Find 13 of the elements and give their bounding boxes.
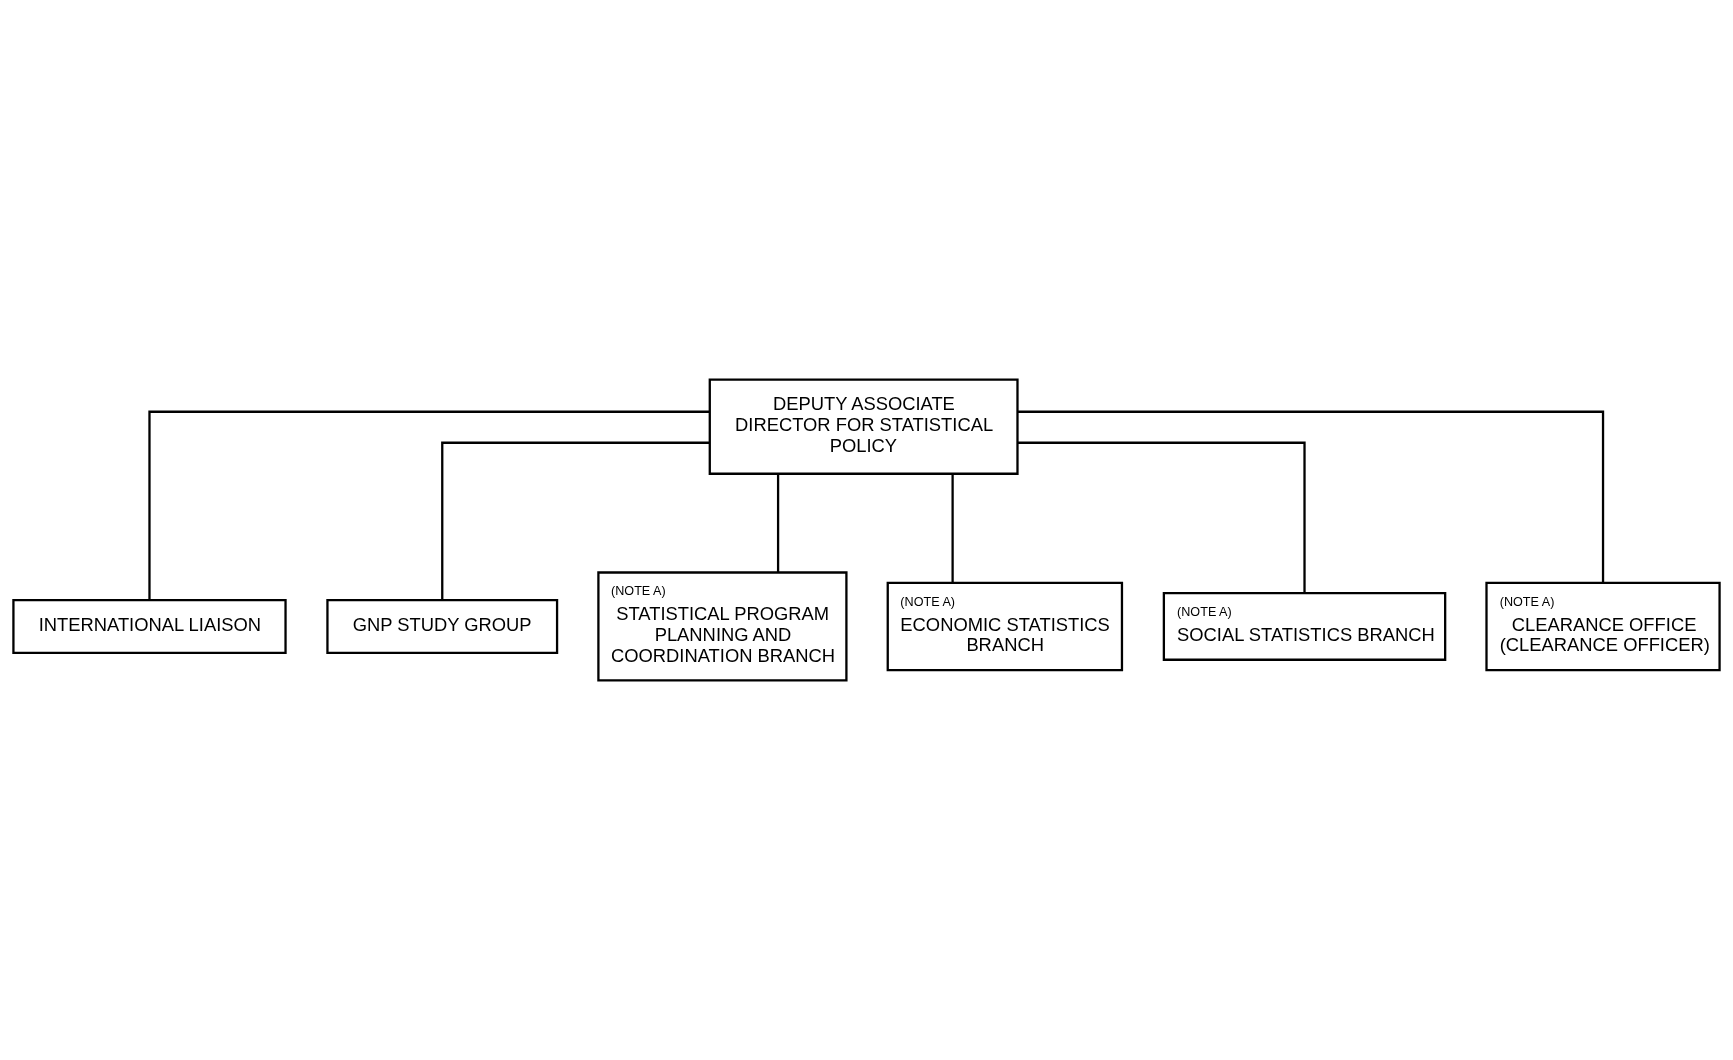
connector bbox=[951, 474, 954, 583]
node-box: (NOTE A) CLEARANCE OFFICE (CLEARANCE OFFICER) bbox=[1485, 581, 1721, 672]
node-box: GNP STUDY GROUP bbox=[326, 598, 559, 654]
connector bbox=[776, 474, 780, 573]
node-box: (NOTE A) ECONOMIC STATISTICS BRANCH bbox=[886, 581, 1124, 672]
connector bbox=[148, 410, 710, 600]
connector bbox=[441, 441, 710, 600]
connector bbox=[1017, 441, 1306, 593]
node-box: (NOTE A) STATISTICAL PROGRAM PLANNING AND COORDINATION BRANCH bbox=[597, 571, 848, 682]
node-box: (NOTE A) SOCIAL STATISTICS BRANCH bbox=[1162, 592, 1447, 661]
connector bbox=[1017, 410, 1605, 583]
node-box: DEPUTY ASSOCIATE DIRECTOR FOR STATISTICAL POLICY bbox=[708, 378, 1019, 475]
node-box: INTERNATIONAL LIAISON bbox=[12, 598, 287, 654]
